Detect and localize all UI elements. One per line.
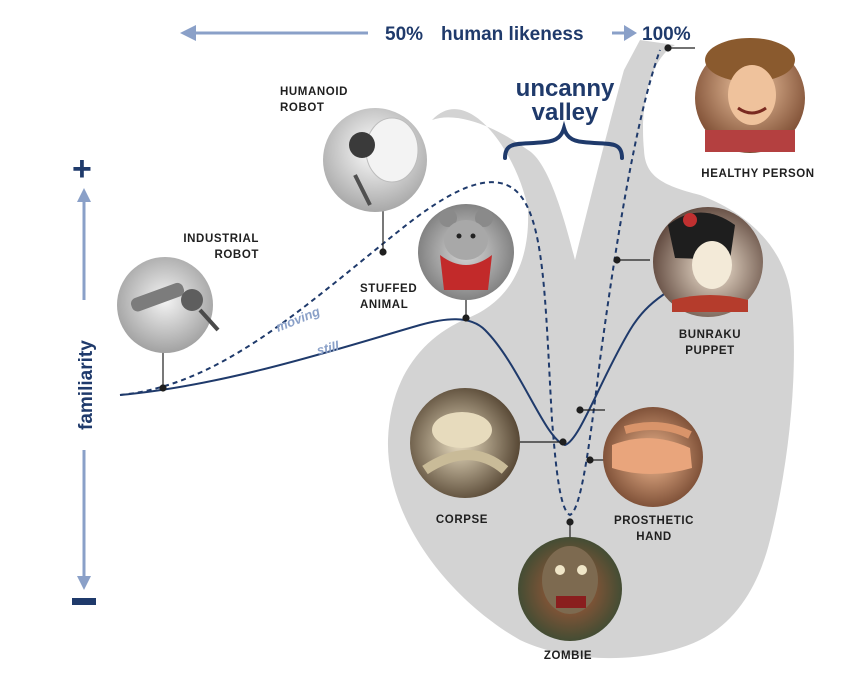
svg-text:BUNRAKU: BUNRAKU bbox=[679, 329, 741, 341]
label-prosthetic-hand: PROSTHETIC HAND bbox=[614, 515, 694, 543]
still-label: still bbox=[315, 338, 341, 358]
axis-title-human-likeness: human likeness bbox=[441, 24, 584, 45]
valley-region bbox=[387, 40, 794, 659]
label-industrial-robot: INDUSTRIAL ROBOT bbox=[183, 233, 259, 261]
label-corpse: CORPSE bbox=[436, 514, 488, 526]
uncanny-label-line1: uncanny bbox=[516, 75, 615, 102]
axis-mid-label: 50% bbox=[385, 24, 423, 45]
top-axis: 50% human likeness 100% bbox=[180, 24, 691, 45]
svg-text:ROBOT: ROBOT bbox=[214, 249, 259, 261]
label-humanoid-robot: HUMANOID ROBOT bbox=[280, 86, 348, 114]
healthy-person-photo bbox=[695, 38, 805, 153]
label-zombie: ZOMBIE bbox=[544, 650, 592, 662]
industrial-robot-photo bbox=[117, 257, 220, 353]
moving-curve bbox=[119, 49, 661, 517]
still-curve bbox=[119, 289, 671, 447]
left-axis: + familiarity bbox=[72, 150, 97, 605]
plus-sign: + bbox=[72, 150, 92, 188]
prosthetic-hand-photo bbox=[603, 407, 703, 507]
corpse-photo bbox=[410, 388, 520, 498]
bunraku-puppet-photo bbox=[653, 207, 763, 317]
moving-label: moving bbox=[274, 304, 323, 335]
svg-text:CORPSE: CORPSE bbox=[436, 514, 488, 526]
label-bunraku-puppet: BUNRAKU PUPPET bbox=[679, 329, 741, 357]
uncanny-brace bbox=[503, 120, 624, 160]
svg-text:PROSTHETIC: PROSTHETIC bbox=[614, 515, 694, 527]
svg-text:PUPPET: PUPPET bbox=[685, 345, 735, 357]
svg-text:ZOMBIE: ZOMBIE bbox=[544, 650, 592, 662]
uncanny-label-line2: valley bbox=[532, 99, 599, 126]
stuffed-animal-photo bbox=[418, 204, 514, 300]
zombie-photo bbox=[518, 537, 622, 641]
humanoid-robot-photo bbox=[323, 108, 427, 212]
label-stuffed-animal: STUFFED ANIMAL bbox=[360, 283, 417, 311]
axis-title-familiarity: familiarity bbox=[76, 340, 97, 430]
svg-text:HEALTHY PERSON: HEALTHY PERSON bbox=[701, 168, 814, 180]
minus-sign bbox=[72, 598, 96, 605]
svg-text:ROBOT: ROBOT bbox=[280, 102, 325, 114]
axis-max-label: 100% bbox=[642, 24, 691, 45]
svg-text:ANIMAL: ANIMAL bbox=[360, 299, 408, 311]
svg-text:INDUSTRIAL: INDUSTRIAL bbox=[183, 233, 259, 245]
svg-text:HUMANOID: HUMANOID bbox=[280, 86, 348, 98]
connectors bbox=[159, 44, 695, 540]
svg-text:HAND: HAND bbox=[636, 531, 672, 543]
label-healthy-person: HEALTHY PERSON bbox=[701, 168, 814, 180]
svg-text:STUFFED: STUFFED bbox=[360, 283, 417, 295]
